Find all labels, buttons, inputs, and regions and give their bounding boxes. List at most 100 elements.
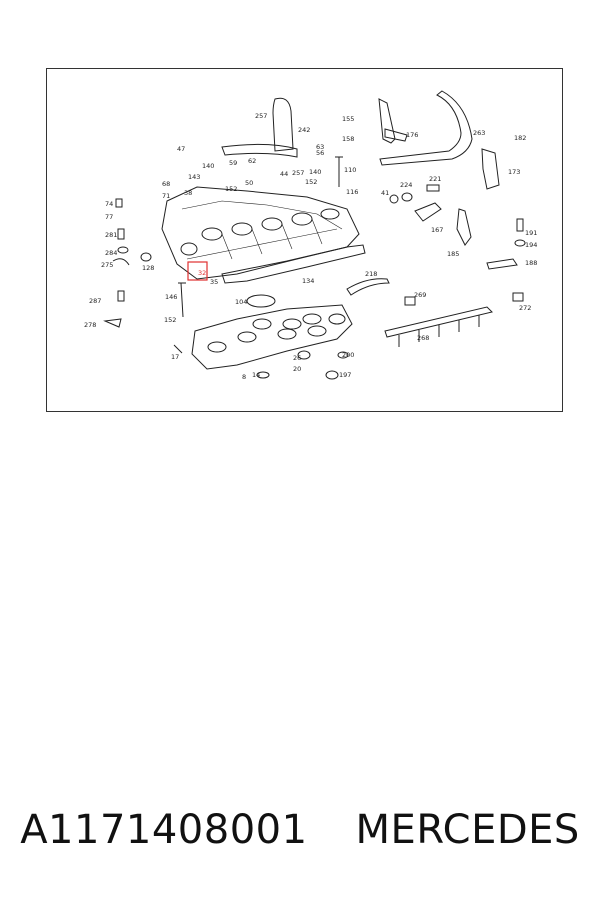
fuel-rail-268: [384, 306, 493, 347]
sensor-221: [426, 184, 440, 192]
brand-name: MERCEDES: [355, 807, 580, 853]
exploded-view-drawing: 8 14 17 20 26 32 35 38 44 47 50 56 59 62…: [84, 90, 537, 381]
callout-182: 182: [514, 134, 526, 142]
cap-14: [256, 371, 270, 379]
valve-197: [325, 370, 339, 380]
parts-diagram: 8 14 17 20 26 32 35 38 44 47 50 56 59 62…: [46, 68, 563, 412]
callout-38: 38: [184, 189, 192, 197]
callout-32: 32: [198, 269, 206, 277]
callout-173: 173: [508, 168, 520, 176]
callout-110: 110: [344, 166, 356, 174]
callout-224: 224: [400, 181, 412, 189]
callout-257b: 257: [292, 169, 304, 177]
bolt-74: [115, 198, 123, 208]
bracket-173: [481, 148, 500, 190]
callout-74: 74: [105, 200, 113, 208]
callout-77: 77: [105, 213, 113, 221]
callout-155: 155: [342, 115, 354, 123]
crossover-pipe: [272, 97, 294, 152]
callout-176: 176: [406, 131, 418, 139]
part-26: [297, 350, 311, 360]
callout-labels: 8 14 17 20 26 32 35 38 44 47 50 56 59 62…: [84, 112, 537, 381]
callout-62: 62: [248, 157, 256, 165]
callout-197: 197: [339, 371, 351, 379]
plug-272: [512, 292, 524, 302]
callout-191: 191: [525, 229, 537, 237]
callout-26: 26: [293, 354, 301, 362]
callout-146: 146: [165, 293, 177, 301]
bracket-278: [103, 318, 122, 328]
part-number: A1171408001: [20, 807, 308, 853]
callout-128: 128: [142, 264, 154, 272]
callout-200: 200: [342, 351, 354, 359]
sensor-284: [117, 246, 129, 254]
callout-152a: 152: [225, 185, 237, 193]
callout-158: 158: [342, 135, 354, 143]
callout-71: 71: [162, 192, 170, 200]
callout-275: 275: [101, 261, 113, 269]
upper-intake-manifold: [161, 186, 360, 280]
callout-287: 287: [89, 297, 101, 305]
product-caption: A1171408001 MERCEDES: [0, 800, 600, 860]
highlight-box: [187, 261, 208, 281]
bracket-188: [486, 258, 518, 270]
callout-188: 188: [525, 259, 537, 267]
callout-194: 194: [525, 241, 537, 249]
bracket-185: [456, 208, 472, 246]
callout-44: 44: [280, 170, 288, 178]
callout-269: 269: [414, 291, 426, 299]
callout-20: 20: [293, 365, 301, 373]
callout-268: 268: [417, 334, 429, 342]
callout-41: 41: [381, 189, 389, 197]
callout-284: 284: [105, 249, 117, 257]
callout-152b: 152: [305, 178, 317, 186]
callout-50: 50: [245, 179, 253, 187]
washer-200: [337, 351, 349, 359]
callout-281: 281: [105, 231, 117, 239]
callout-185: 185: [447, 250, 459, 258]
callout-257a: 257: [255, 112, 267, 120]
sensor-128: [140, 252, 152, 262]
callout-140b: 140: [309, 168, 321, 176]
breather-pipe-263: [379, 90, 473, 166]
part-224: [401, 192, 413, 202]
callout-140a: 140: [202, 162, 214, 170]
callout-143: 143: [188, 173, 200, 181]
stud-146: [178, 282, 186, 318]
callout-59: 59: [229, 159, 237, 167]
callout-63: 63: [316, 143, 324, 151]
callout-8: 8: [242, 373, 246, 381]
part-41: [389, 194, 399, 204]
washer-194: [514, 239, 526, 247]
sensor-269: [404, 296, 416, 306]
pin-17: [173, 344, 183, 354]
bolt-281: [117, 228, 125, 240]
pipe-218: [346, 278, 390, 296]
callout-56: 56: [316, 149, 324, 157]
callout-17: 17: [171, 353, 179, 361]
callout-278: 278: [84, 321, 96, 329]
bolt-191: [516, 218, 524, 232]
bolt-287: [117, 290, 125, 302]
callout-116: 116: [346, 188, 358, 196]
callout-68: 68: [162, 180, 170, 188]
lower-intake-manifold: [191, 304, 353, 370]
clip-275: [112, 258, 130, 266]
callout-47: 47: [177, 145, 185, 153]
callout-167: 167: [431, 226, 443, 234]
bracket-176: [378, 98, 408, 144]
callout-272: 272: [519, 304, 531, 312]
callout-221: 221: [429, 175, 441, 183]
callout-152c: 152: [164, 316, 176, 324]
callout-263: 263: [473, 129, 485, 137]
callout-14: 14: [252, 371, 260, 379]
bracket-167: [414, 202, 442, 222]
callout-35: 35: [210, 278, 218, 286]
callout-242: 242: [298, 126, 310, 134]
callout-218: 218: [365, 270, 377, 278]
callout-104: 104: [235, 298, 247, 306]
seal-ring-104: [246, 294, 276, 308]
callout-134: 134: [302, 277, 314, 285]
bolt-110: [335, 156, 343, 187]
gasket-134: [221, 244, 366, 284]
